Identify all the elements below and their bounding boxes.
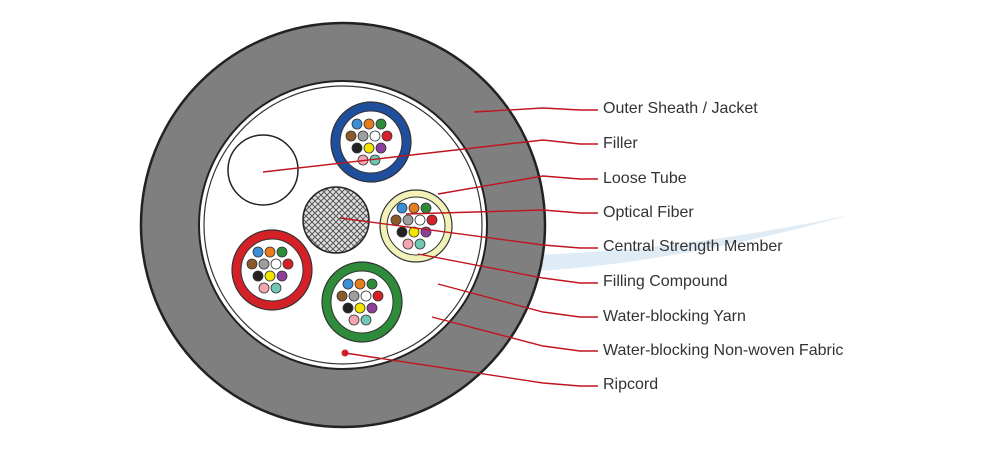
- optical-fiber: [342, 278, 354, 290]
- optical-fiber: [354, 302, 366, 314]
- optical-fiber: [366, 278, 378, 290]
- optical-fiber: [264, 270, 276, 282]
- optical-fiber: [402, 214, 414, 226]
- leader-line-filling-compound: [417, 253, 598, 284]
- optical-fiber: [420, 202, 432, 214]
- loose-tubes: [231, 101, 453, 343]
- optical-fiber: [402, 238, 414, 250]
- label-outer-sheath: Outer Sheath / Jacket: [603, 100, 758, 117]
- label-central-strength-member: Central Strength Member: [603, 238, 783, 255]
- optical-fiber: [390, 214, 402, 226]
- leader-line-central-strength-member: [339, 217, 598, 249]
- optical-fiber: [348, 314, 360, 326]
- optical-fiber: [348, 290, 360, 302]
- optical-fiber: [408, 226, 420, 238]
- leader-line-outer-sheath: [473, 107, 598, 113]
- optical-fiber: [276, 270, 288, 282]
- label-water-blocking-yarn: Water-blocking Yarn: [603, 308, 746, 325]
- label-optical-fiber: Optical Fiber: [603, 204, 694, 221]
- optical-fiber: [276, 246, 288, 258]
- label-filler: Filler: [603, 135, 638, 152]
- optical-fiber: [345, 130, 357, 142]
- leader-line-filler: [262, 139, 598, 173]
- label-loose-tube: Loose Tube: [603, 170, 687, 187]
- optical-fiber: [351, 142, 363, 154]
- optical-fiber: [282, 258, 294, 270]
- optical-fiber: [351, 118, 363, 130]
- central-strength-member: [302, 186, 370, 254]
- leader-line-water-blocking-yarn: [437, 283, 598, 318]
- optical-fiber: [426, 214, 438, 226]
- optical-fiber: [363, 142, 375, 154]
- optical-fiber: [252, 246, 264, 258]
- leader-line-loose-tube: [437, 175, 598, 195]
- label-filling-compound: Filling Compound: [603, 273, 728, 290]
- loose-tube-red: [231, 229, 313, 311]
- leader-line-water-blocking-fabric: [431, 316, 598, 352]
- optical-fiber: [366, 302, 378, 314]
- optical-fiber: [414, 238, 426, 250]
- optical-fiber: [270, 258, 282, 270]
- label-ripcord: Ripcord: [603, 376, 659, 393]
- leader-lines: [262, 107, 598, 387]
- optical-fiber: [357, 130, 369, 142]
- optical-fiber: [396, 202, 408, 214]
- optical-fiber: [375, 142, 387, 154]
- optical-fiber: [354, 278, 366, 290]
- optical-fiber: [360, 314, 372, 326]
- optical-fiber: [342, 302, 354, 314]
- optical-fiber: [264, 246, 276, 258]
- optical-fiber: [258, 282, 270, 294]
- leader-line-optical-fiber: [405, 209, 598, 215]
- optical-fiber: [396, 226, 408, 238]
- optical-fiber: [369, 130, 381, 142]
- optical-fiber: [381, 130, 393, 142]
- optical-fiber: [360, 290, 372, 302]
- loose-tube-green: [321, 261, 403, 343]
- optical-fiber: [246, 258, 258, 270]
- optical-fiber: [408, 202, 420, 214]
- loose-tube-blue: [330, 101, 412, 183]
- filler: [227, 134, 299, 206]
- label-water-blocking-fabric: Water-blocking Non-woven Fabric: [603, 342, 844, 359]
- leader-line-ripcord: [344, 352, 598, 387]
- optical-fiber: [270, 282, 282, 294]
- optical-fiber: [414, 214, 426, 226]
- optical-fiber: [252, 270, 264, 282]
- optical-fiber: [375, 118, 387, 130]
- optical-fiber: [363, 118, 375, 130]
- loose-tube-yellow: [379, 189, 453, 263]
- optical-fiber: [336, 290, 348, 302]
- optical-fiber: [258, 258, 270, 270]
- inner-layer-ring: [203, 85, 483, 365]
- optical-fiber: [372, 290, 384, 302]
